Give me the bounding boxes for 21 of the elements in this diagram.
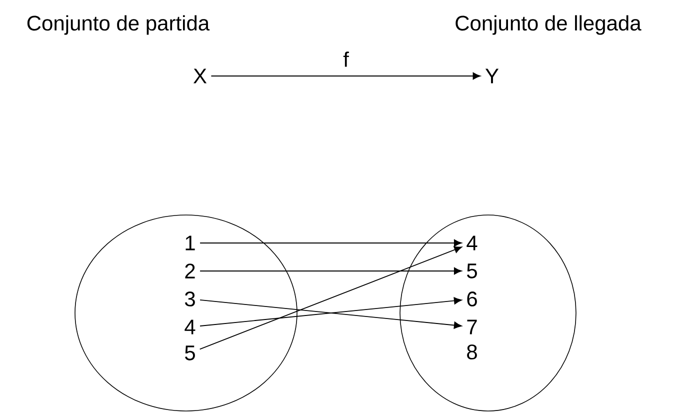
element-label: 7 [467,320,477,334]
element-label: 4 [466,236,478,250]
element-label: 5 [185,346,195,360]
element-label: 1 [186,236,195,250]
set-heading: Conjunto de partida [27,15,210,35]
element-label: 5 [467,264,477,278]
element-label: 8 [467,344,477,360]
element-label: 4 [184,320,196,334]
set-ellipse [74,214,298,412]
arrow [199,246,462,350]
element-label: 6 [467,292,477,306]
set-ellipse [400,214,576,412]
set-label: X [193,68,207,84]
element-label: 3 [184,292,195,306]
set-heading: Conjunto de llegada [456,15,642,35]
element-label: 2 [185,264,195,278]
set-label: Y [485,68,499,84]
arrow [210,72,481,80]
edge-label: f [343,52,349,67]
arrow [200,239,462,247]
arrow [200,267,462,275]
